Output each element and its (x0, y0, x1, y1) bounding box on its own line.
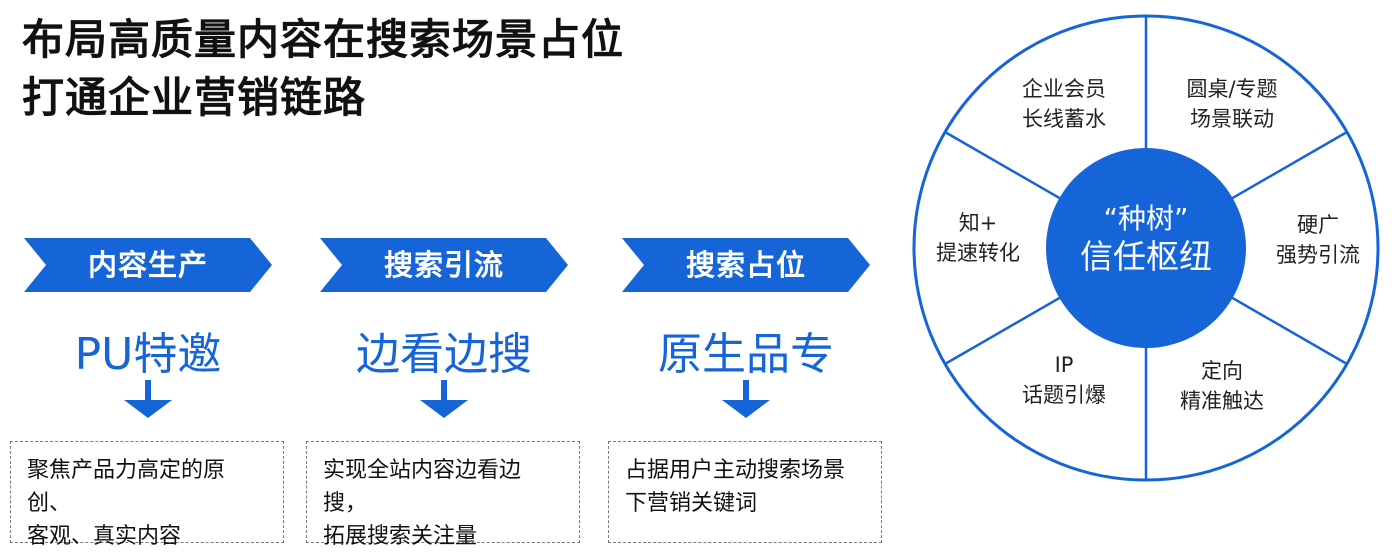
chevron-banner-shape (622, 238, 870, 292)
segment-member-line-1: 企业会员 (1022, 77, 1106, 101)
step-banner-label: 搜索引流 (383, 248, 504, 282)
step-banner: 搜索引流 (320, 238, 568, 292)
step-keyword: 边看边搜 (356, 329, 532, 380)
step-content-production: 内容生产 PU特邀 聚焦产品力高定的原创、 客观、真实内容 (10, 238, 284, 549)
segment-hard-ad-line-1: 硬广 (1297, 213, 1339, 237)
chevron-banner-shape (24, 238, 272, 292)
step-description-line: 实现全站内容边看边搜， (323, 458, 522, 516)
step-description-line: 下营销关键词 (625, 491, 758, 516)
segment-ip-line-1: IP (1055, 353, 1074, 377)
step-banner-label: 搜索占位 (685, 248, 806, 282)
trust-hub-wheel: “种树” 信任枢纽 企业会员 长线蓄水 圆桌/专题 场景联动 硬广 强势引流 定… (912, 14, 1380, 482)
headline-line-2: 打通企业营销链路 (22, 73, 367, 122)
headline-line-1: 布局高质量内容在搜索场景占位 (22, 15, 625, 64)
segment-roundtable-line-2: 场景联动 (1190, 107, 1274, 131)
segment-member-line-2: 长线蓄水 (1022, 107, 1106, 131)
wheel-segment-labels: 企业会员 长线蓄水 圆桌/专题 场景联动 硬广 强势引流 定向 精准触达 IP … (936, 77, 1360, 413)
step-banner-label: 内容生产 (87, 248, 208, 282)
segment-targeting-line-1: 定向 (1201, 359, 1243, 383)
step-banner: 内容生产 (24, 238, 272, 292)
step-keyword: PU特邀 (74, 329, 222, 380)
down-arrow-icon (722, 380, 770, 418)
segment-targeting-line-2: 精准触达 (1180, 389, 1264, 413)
step-description-line: 拓展搜索关注量 (323, 524, 478, 549)
step-description-box: 占据用户主动搜索场景 下营销关键词 (608, 441, 882, 543)
step-description-box: 实现全站内容边看边搜， 拓展搜索关注量 (306, 441, 580, 549)
step-search-placement: 搜索占位 原生品专 占据用户主动搜索场景 下营销关键词 (608, 238, 882, 543)
segment-zhi-plus-line-2: 提速转化 (936, 241, 1020, 265)
step-description-box: 聚焦产品力高定的原创、 客观、真实内容 (10, 441, 284, 549)
down-arrow-icon (124, 380, 172, 418)
step-description-line: 聚焦产品力高定的原创、 (27, 458, 226, 516)
step-description-line: 客观、真实内容 (27, 524, 182, 549)
segment-zhi-plus-line-1: 知+ (959, 211, 998, 235)
segment-roundtable-line-1: 圆桌/专题 (1186, 77, 1277, 101)
hub-label-line-1: “种树” (1103, 202, 1188, 235)
hub-label-line-2: 信任枢纽 (1080, 237, 1212, 276)
segment-hard-ad-line-2: 强势引流 (1276, 243, 1360, 267)
segment-ip-line-2: 话题引爆 (1022, 383, 1106, 407)
step-search-traffic: 搜索引流 边看边搜 实现全站内容边看边搜， 拓展搜索关注量 (306, 238, 580, 549)
chevron-banner-shape (320, 238, 568, 292)
down-arrow-icon (420, 380, 468, 418)
step-keyword: 原生品专 (658, 329, 834, 380)
step-description-line: 占据用户主动搜索场景 (625, 458, 846, 483)
wheel-center-hub (1046, 148, 1246, 348)
step-banner: 搜索占位 (622, 238, 870, 292)
